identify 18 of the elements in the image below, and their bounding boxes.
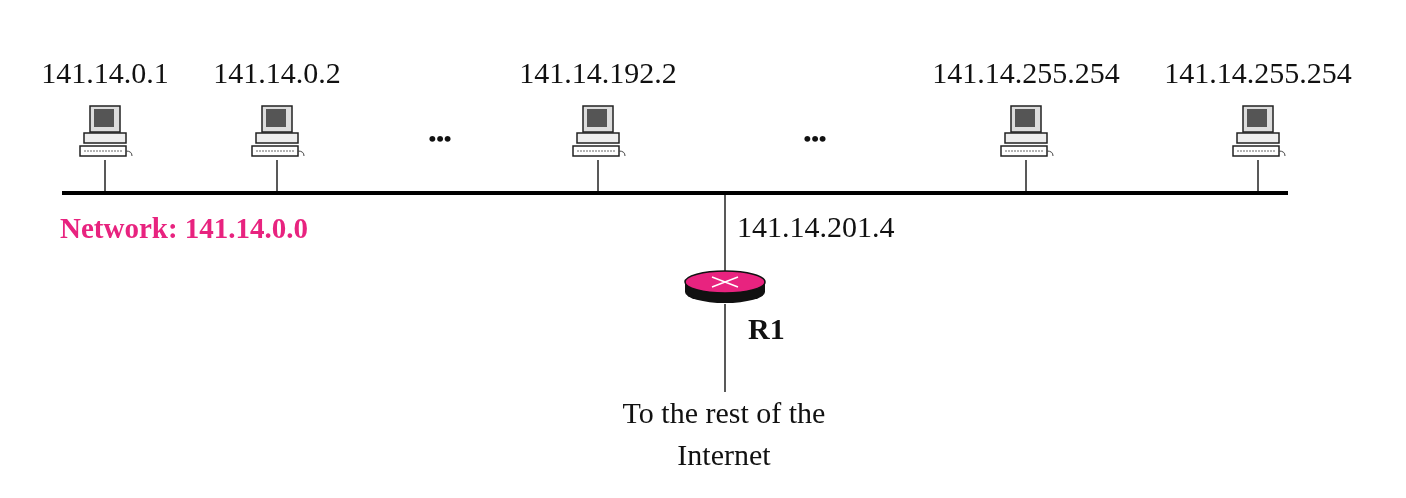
ip-address-label: 141.14.255.254 (932, 56, 1120, 90)
network-label: Network: 141.14.0.0 (60, 212, 309, 245)
connector-line (597, 159, 599, 192)
connector-line (1257, 159, 1259, 192)
ellipsis-dots: ••• (803, 126, 827, 152)
ip-address-label: 141.14.192.2 (519, 56, 677, 90)
connector-line (1025, 159, 1027, 192)
connector-line (276, 159, 278, 192)
ip-address-label: 141.14.255.254 (1164, 56, 1352, 90)
router-name-label: R1 (748, 312, 785, 346)
connector-line (104, 159, 106, 192)
ellipsis-dots: ••• (428, 126, 452, 152)
ip-address-label: 141.14.0.1 (41, 56, 169, 90)
ip-address-label: 141.14.201.4 (737, 210, 895, 244)
ip-address-label: 141.14.0.2 (213, 56, 341, 90)
connector-line (724, 303, 726, 393)
connector-line (724, 194, 726, 272)
destination-text: To the rest of the Internet (621, 395, 827, 473)
